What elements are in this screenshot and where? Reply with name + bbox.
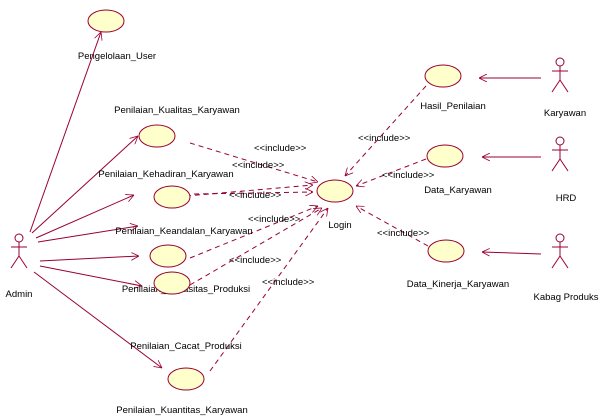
assoc-admin-kualitas <box>31 136 138 234</box>
actor-head-icon <box>555 136 565 146</box>
include-label: <<include>> <box>254 143 307 154</box>
actor-head-icon <box>555 57 565 67</box>
include-labels: <<include>> <<include>> <<include>> <<in… <box>229 133 435 288</box>
include-label: <<include>> <box>382 170 435 181</box>
use-case-penilaian-kuantitas[interactable] <box>167 367 205 391</box>
actor-head-icon <box>14 233 24 243</box>
use-case-data-kinerja[interactable] <box>427 239 465 263</box>
actor-hrd[interactable]: HRD <box>551 136 577 204</box>
assoc-admin-cacat <box>39 265 142 286</box>
include-hasil-login <box>345 85 427 176</box>
use-case-label: Data_Kinerja_Karyawan <box>407 279 509 290</box>
assoc-admin-kuantitas <box>33 271 162 368</box>
use-case-data-karyawan[interactable] <box>426 144 464 168</box>
include-label: <<include>> <box>229 190 282 201</box>
include-cacat-login <box>189 208 322 286</box>
include-data-kinerja-login <box>356 205 429 247</box>
use-case-label: Penilaian_Kehadiran_Karyawan <box>98 169 233 180</box>
assoc-admin-pengelolaan-user <box>29 32 101 233</box>
actor-label: Admin <box>6 289 33 300</box>
use-case-label: Hasil_Penilaian <box>420 101 485 112</box>
admin-associations <box>29 32 162 368</box>
include-kualitas-login <box>189 142 318 182</box>
use-case-label: Penilaian_Kuantitas_Karyawan <box>116 405 248 416</box>
include-label: <<include>> <box>229 255 282 266</box>
use-case-label: Pengelolaan_User <box>78 51 156 62</box>
use-case-label: Penilaian_Kualitas_Karyawan <box>114 105 240 116</box>
include-label: <<include>> <box>262 277 315 288</box>
use-case-label: Penilaian_Cacat_Produksi <box>130 341 241 352</box>
actor-karyawan[interactable]: Karyawan <box>544 57 586 119</box>
include-data-karyawan-login <box>356 158 427 186</box>
actor-label: Karyawan <box>544 108 586 119</box>
actor-associations <box>479 78 542 254</box>
use-case-pengelolaan-user[interactable] <box>87 9 125 33</box>
use-case-label: Data_Karyawan <box>424 185 492 196</box>
include-keandalan-login <box>193 192 313 194</box>
use-case-penilaian-kualitas[interactable] <box>138 124 176 148</box>
use-cases: Pengelolaan_User Penilaian_Kualitas_Kary… <box>78 9 509 416</box>
actor-admin[interactable]: Admin <box>6 233 33 300</box>
use-case-label: Login <box>328 220 351 231</box>
assoc-admin-kehadiran <box>35 195 134 239</box>
include-label: <<include>> <box>232 160 285 171</box>
assoc-admin-kapasitas <box>39 256 139 262</box>
include-label: <<include>> <box>377 228 430 239</box>
use-case-label: Penilaian_Keandalan_Karyawan <box>115 226 252 237</box>
assoc-admin-keandalan <box>37 226 138 243</box>
actor-label: Kabag Produks <box>534 292 599 303</box>
include-label: <<include>> <box>248 214 301 225</box>
use-case-hasil-penilaian[interactable] <box>424 64 462 88</box>
actor-head-icon <box>555 233 565 243</box>
assoc-kabag-data-kinerja <box>482 252 542 254</box>
include-label: <<include>> <box>358 133 411 144</box>
use-case-penilaian-cacat[interactable] <box>153 271 191 295</box>
include-kuantitas-login <box>209 208 328 372</box>
use-case-penilaian-keandalan[interactable] <box>153 185 191 209</box>
actor-label: HRD <box>556 193 577 204</box>
actor-kabag-produks[interactable]: Kabag Produks <box>534 233 599 303</box>
use-case-login[interactable] <box>316 179 354 203</box>
include-dependencies <box>185 85 429 372</box>
use-case-penilaian-kapasitas[interactable] <box>149 244 187 268</box>
